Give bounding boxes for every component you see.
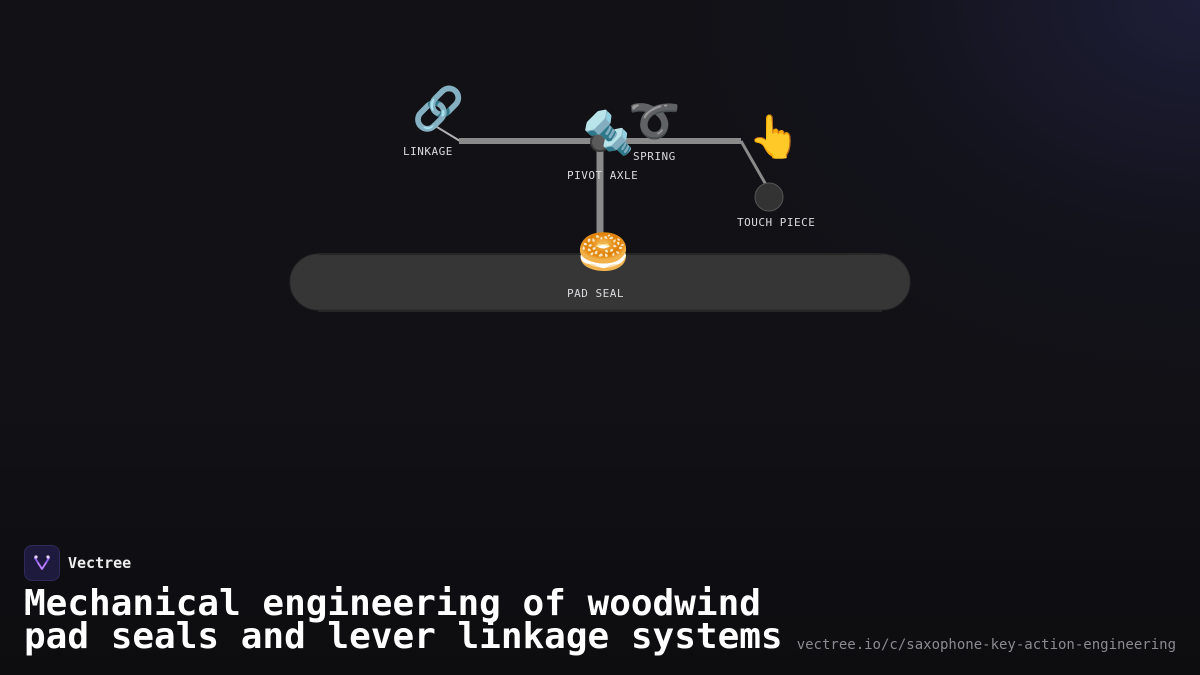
linkage-label: LINKAGE [403,145,453,158]
nut-and-bolt-icon: 🔩 [582,108,635,157]
vectree-logo-mark [34,555,50,570]
link-icon: 🔗 [412,84,465,133]
linkage-connector [431,123,461,142]
spring-label: SPRING [633,150,676,163]
bagel-icon: 🥯 [577,227,630,276]
page-title: Mechanical engineering of woodwind pad s… [24,583,1176,657]
pivot-hub [590,132,610,152]
pivot-axle-label: PIVOT AXLE [567,169,639,182]
curly-loop-icon: ➰ [628,96,681,145]
vectree-logo-icon [24,545,60,581]
footer: Vectree Mechanical engineering of woodwi… [24,545,1176,657]
touch-arm [739,140,771,191]
touch-piece-label: TOUCH PIECE [737,216,816,229]
touch-knob [754,182,784,212]
source-url[interactable]: vectree.io/c/saxophone-key-action-engine… [796,637,1176,653]
brand[interactable]: Vectree [24,545,1176,581]
title-line-1: Mechanical engineering of woodwind [24,583,761,624]
title-line-2: pad seals and lever linkage systems [24,616,783,657]
brand-name: Vectree [68,554,132,572]
pad-seal-label: PAD SEAL [567,287,624,300]
pointing-finger-icon: 👆 [748,112,801,161]
